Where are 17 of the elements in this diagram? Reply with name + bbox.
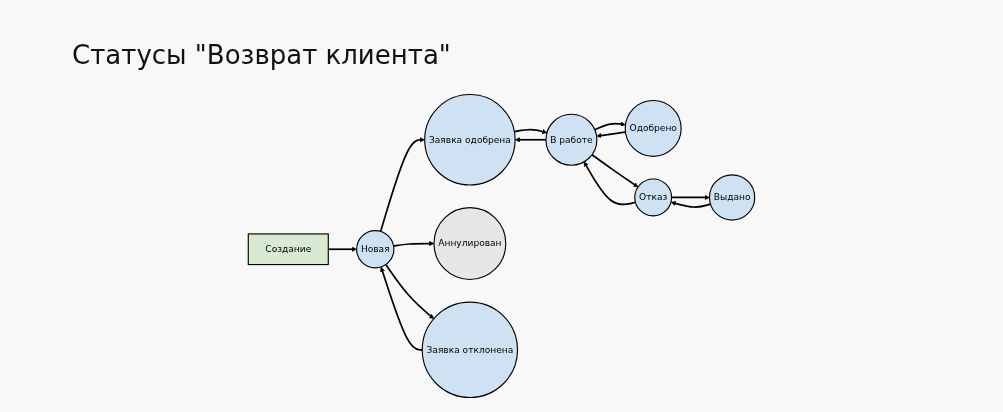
node-circle: Выдано: [708, 174, 756, 221]
diagram-title: Статусы "Возврат клиента": [72, 40, 451, 70]
arrow: [591, 153, 639, 188]
node-box: Создание: [247, 233, 329, 266]
arrow: [593, 121, 626, 131]
arrow: [385, 263, 434, 319]
node-circle: Заявка отклонена: [421, 301, 519, 399]
node-circle: Аннулирован: [433, 207, 507, 281]
arrow: [392, 241, 435, 247]
arrow: [583, 161, 637, 206]
arrow: [379, 137, 425, 233]
node-circle: Отказ: [634, 178, 673, 217]
node-circle: Одобрено: [624, 99, 682, 157]
node-circle: Заявка одобрена: [424, 93, 516, 186]
arrow: [670, 201, 712, 208]
node-circle: В работе: [545, 113, 598, 166]
node-circle: Новая: [356, 230, 395, 269]
